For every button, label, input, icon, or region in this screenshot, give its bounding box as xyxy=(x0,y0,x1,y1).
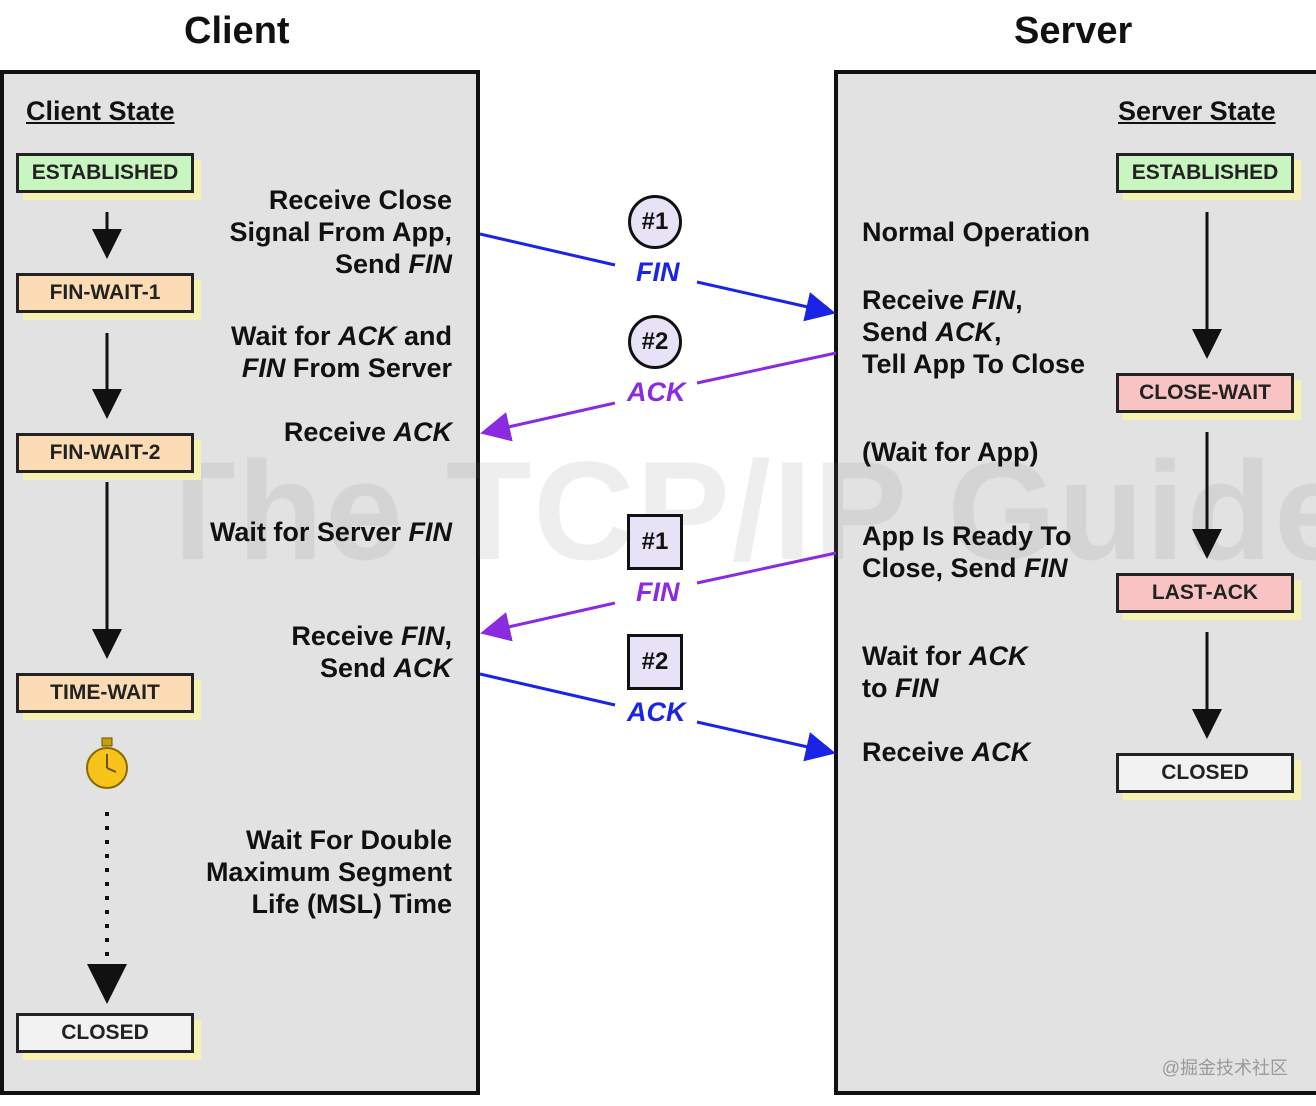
client-panel xyxy=(0,70,480,1095)
client-state-time-wait: TIME-WAIT xyxy=(16,673,194,713)
client-state-fin-wait-2: FIN-WAIT-2 xyxy=(16,433,194,473)
message-badge-4: #2 xyxy=(627,634,683,690)
server-step-2: Receive FIN, Send ACK, Tell App To Close xyxy=(862,285,1086,379)
message-label-fin-3: FIN xyxy=(636,577,680,607)
server-state-established: ESTABLISHED xyxy=(1116,153,1294,193)
fin-arrow-3-seg xyxy=(696,551,837,585)
client-step-2: Wait for ACK and FIN From Server xyxy=(230,321,452,383)
client-step-1: Receive Close Signal From App, Send FIN xyxy=(229,185,453,279)
server-state-closed: CLOSED xyxy=(1116,753,1294,793)
message-label-fin-1: FIN xyxy=(636,257,680,287)
server-step-4: App Is Ready To Close, Send FIN xyxy=(862,521,1072,583)
client-step-3: Receive ACK xyxy=(283,417,452,447)
client-state-closed: CLOSED xyxy=(16,1013,194,1053)
client-state-fin-wait-1: FIN-WAIT-1 xyxy=(16,273,194,313)
message-badge-1: #1 xyxy=(628,195,682,249)
server-state-heading: Server State xyxy=(1118,96,1276,126)
client-state-established: ESTABLISHED xyxy=(16,153,194,193)
ack-arrow-4-seg xyxy=(479,672,616,707)
client-step-5: Receive FIN, Send ACK xyxy=(291,621,452,683)
fin-arrow-1-seg xyxy=(479,232,616,267)
server-state-last-ack: LAST-ACK xyxy=(1116,573,1294,613)
fin-arrow-3-seg xyxy=(480,601,616,642)
fin-arrow-1-seg xyxy=(696,280,836,322)
client-state-heading: Client State xyxy=(26,96,175,126)
client-step-4: Wait for Server FIN xyxy=(209,517,452,547)
server-step-3: (Wait for App) xyxy=(862,437,1039,467)
ack-arrow-2-seg xyxy=(480,401,616,442)
client-title: Client xyxy=(184,10,290,52)
message-badge-3: #1 xyxy=(627,514,683,570)
stopwatch-icon xyxy=(86,737,128,789)
ack-arrow-4-seg xyxy=(696,720,836,762)
site-credit: @掘金技术社区 xyxy=(1161,1058,1288,1078)
server-step-1: Normal Operation xyxy=(862,217,1091,247)
server-title: Server xyxy=(1014,10,1133,52)
message-badge-2: #2 xyxy=(628,315,682,369)
server-step-5: Wait for ACK to FIN xyxy=(862,641,1028,703)
message-label-ack-4: ACK xyxy=(627,697,686,727)
watermark: The TCP/IP Guide xyxy=(150,432,1316,589)
client-step-6: Wait For Double Maximum Segment Life (MS… xyxy=(205,825,452,919)
ack-arrow-2-seg xyxy=(696,351,837,385)
server-state-close-wait: CLOSE-WAIT xyxy=(1116,373,1294,413)
message-label-ack-2: ACK xyxy=(627,377,686,407)
server-step-6: Receive ACK xyxy=(862,737,1031,767)
